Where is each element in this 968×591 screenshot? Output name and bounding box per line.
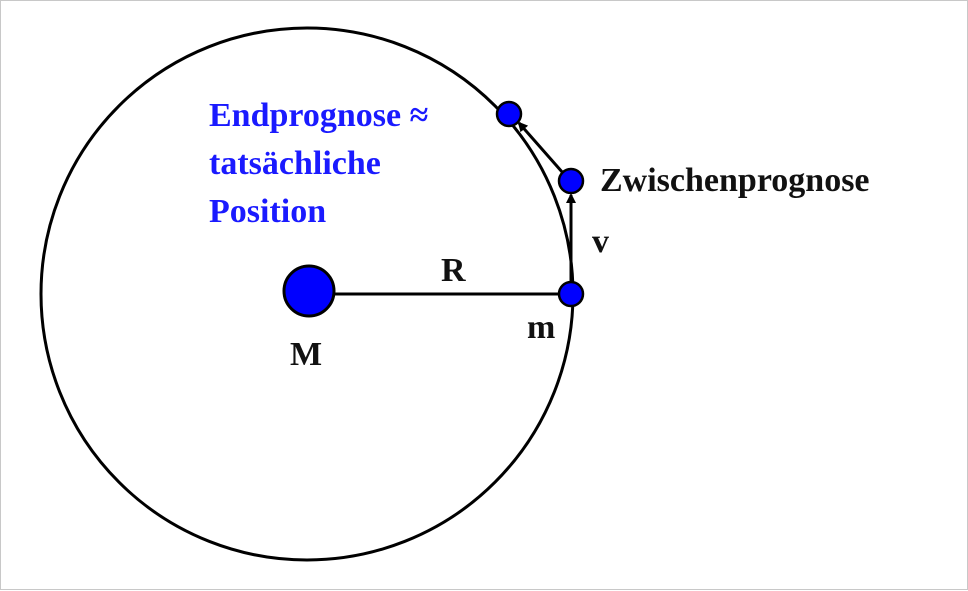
orbiting-mass-label: m — [527, 309, 555, 346]
intermediate-forecast-point — [557, 167, 585, 195]
orbiting-mass — [557, 280, 585, 308]
central-mass — [282, 264, 336, 318]
final-forecast-label-line1: Endprognose ≈ — [209, 97, 428, 134]
intermediate-forecast-label: Zwischenprognose — [600, 162, 870, 199]
final-forecast-label-line3: Position — [209, 193, 326, 230]
final-forecast-label-line2: tatsächliche — [209, 145, 381, 182]
velocity-label: v — [592, 223, 609, 260]
correction-arrow — [517, 121, 565, 174]
central-mass-label: M — [290, 336, 322, 373]
final-forecast-point — [495, 100, 523, 128]
radius-label: R — [441, 252, 466, 289]
